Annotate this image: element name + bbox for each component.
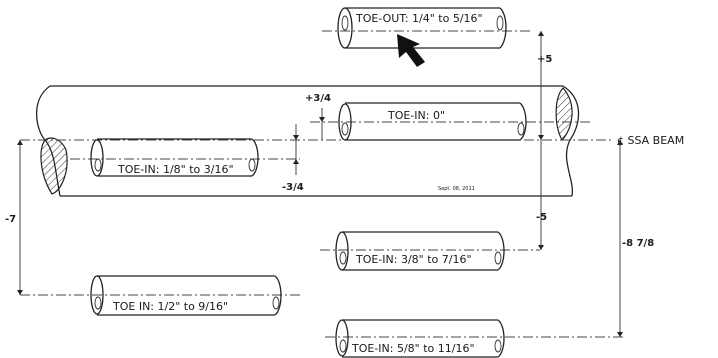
label-toe-in-3-8: TOE-IN: 3/8" to 7/16" bbox=[355, 253, 472, 266]
tube-toe-in-1-2: TOE IN: 1/2" to 9/16" bbox=[20, 275, 300, 316]
dim-minus-8-7-8: -8 7/8 bbox=[622, 238, 654, 249]
pointer-arrow-icon bbox=[397, 34, 425, 67]
tube-toe-in-3-8: TOE-IN: 3/8" to 7/16" bbox=[320, 231, 540, 271]
tube-toe-in-5-8: TOE-IN: 5/8" to 11/16" bbox=[325, 319, 625, 358]
date-stamp: Sept. 08, 2011 bbox=[438, 186, 475, 192]
dim-minus-7: -7 bbox=[5, 214, 16, 225]
dim-plus-5: +5 bbox=[537, 54, 552, 65]
dim-minus-3-4: -3/4 bbox=[282, 182, 304, 193]
label-toe-in-5-8: TOE-IN: 5/8" to 11/16" bbox=[351, 342, 475, 355]
label-toe-in-zero: TOE-IN: 0" bbox=[387, 109, 445, 122]
label-toe-in-1-8: TOE-IN: 1/8" to 3/16" bbox=[117, 163, 234, 176]
tube-toe-in-zero: TOE-IN: 0" bbox=[310, 102, 590, 141]
dimension-lines bbox=[17, 31, 623, 337]
tube-toe-out: TOE-OUT: 1/4" to 5/16" bbox=[322, 7, 530, 49]
label-toe-in-1-2: TOE IN: 1/2" to 9/16" bbox=[112, 300, 228, 313]
label-toe-out: TOE-OUT: 1/4" to 5/16" bbox=[355, 12, 483, 25]
dim-plus-3-4: +3/4 bbox=[305, 93, 331, 104]
centerline-label: ¢ SSA BEAM bbox=[617, 134, 684, 147]
left-beam-section-hatch bbox=[40, 137, 68, 195]
main-beam bbox=[36, 85, 580, 197]
tube-toe-in-1-8: TOE-IN: 1/8" to 3/16" bbox=[70, 138, 300, 177]
right-beam-section-hatch bbox=[555, 87, 573, 141]
dim-minus-5: -5 bbox=[536, 212, 547, 223]
